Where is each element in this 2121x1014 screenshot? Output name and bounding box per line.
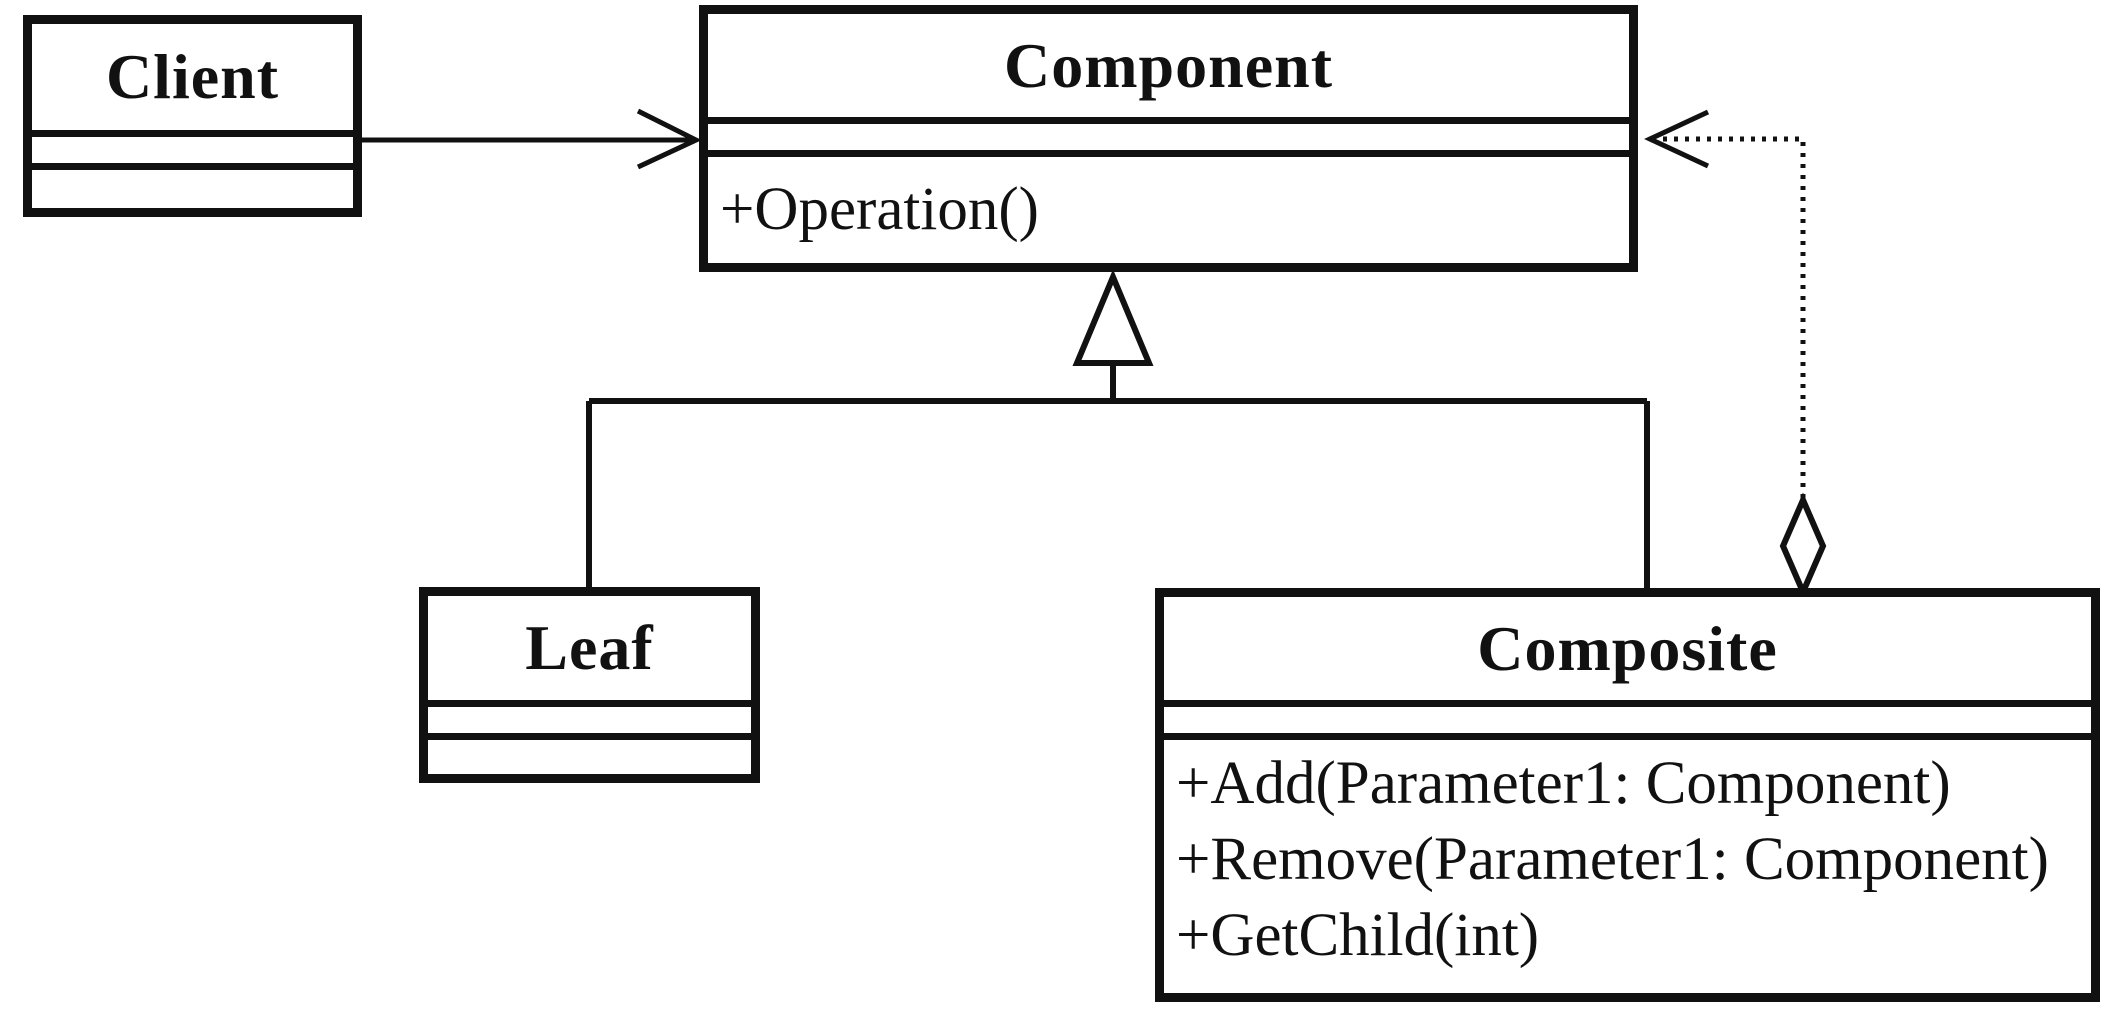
aggregation-dotted-line xyxy=(1652,136,1806,500)
generalization-triangle-icon xyxy=(1072,269,1154,366)
generalization-lines xyxy=(586,363,1650,589)
association-client-component xyxy=(362,108,702,170)
class-name-leaf: Leaf xyxy=(525,612,654,683)
class-box-client: Client xyxy=(23,15,362,217)
method-remove: +Remove(Parameter1: Component) xyxy=(1176,826,2049,893)
class-box-component: Component +Operation() xyxy=(699,5,1638,272)
class-name-client: Client xyxy=(105,41,280,112)
attributes-compartment-component xyxy=(708,117,1629,157)
aggregation-composite-component xyxy=(1644,109,1827,600)
aggregation-diamond-icon xyxy=(1779,492,1827,600)
methods-compartment-client xyxy=(32,170,353,208)
class-name-component: Component xyxy=(1003,29,1334,101)
generalization-links xyxy=(586,269,1650,589)
class-box-composite: Composite +Add(Parameter1: Component) +R… xyxy=(1155,588,2100,1002)
association-open-arrowhead-icon xyxy=(636,108,702,170)
method-getchild: +GetChild(int) xyxy=(1176,902,1540,969)
method-operation: +Operation() xyxy=(720,176,1039,243)
attributes-compartment-leaf xyxy=(428,700,751,740)
aggregation-open-arrowhead-icon xyxy=(1644,109,1710,169)
method-add: +Add(Parameter1: Component) xyxy=(1176,750,1951,817)
class-box-leaf: Leaf xyxy=(419,587,760,783)
class-name-composite: Composite xyxy=(1477,612,1778,684)
methods-compartment-composite: +Add(Parameter1: Component) +Remove(Para… xyxy=(1164,740,2091,993)
methods-compartment-leaf xyxy=(428,740,751,774)
attributes-compartment-composite xyxy=(1164,700,2091,740)
attributes-compartment-client xyxy=(32,130,353,170)
methods-compartment-component: +Operation() xyxy=(708,157,1629,263)
